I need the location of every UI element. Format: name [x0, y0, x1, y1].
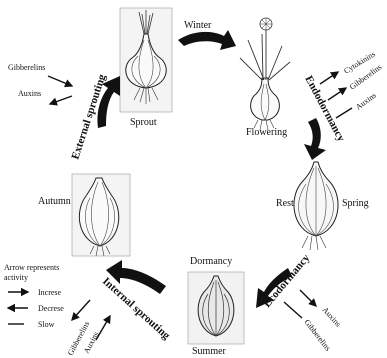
- legend-slow-label: Slow: [38, 320, 55, 329]
- winter-arrow: [178, 30, 236, 50]
- legend-increase-label: Increse: [38, 288, 62, 297]
- dormancy-label: Dormancy: [190, 256, 232, 267]
- gibberelins-slow-line-bottom: [284, 302, 302, 318]
- autumn-bulb-illustration: [72, 174, 130, 256]
- auxins-label-top-left: Auxins: [18, 89, 41, 98]
- endodormancy-arrow: [304, 118, 326, 160]
- legend-decrease-label: Decrese: [38, 304, 64, 313]
- gibberelins-label-top-left: Gibberelins: [8, 63, 45, 72]
- ecodormancy-label: Ecodormancy: [261, 252, 313, 310]
- gibberelins-decrease-arrow-bottom-left: [72, 300, 90, 320]
- legend: Arrow represents activity Increse Decres…: [4, 263, 64, 329]
- sprout-illustration: [120, 8, 172, 112]
- endodormancy-label: Endodormancy: [302, 74, 347, 144]
- flowering-illustration: [240, 18, 290, 130]
- rest-bulb-illustration: [294, 162, 338, 250]
- gibberelins-label-bottom-right: Gibberelins: [302, 318, 332, 353]
- dormancy-bulb-illustration: [188, 272, 244, 344]
- rest-label: Rest: [276, 198, 294, 209]
- sprout-label: Sprout: [130, 117, 157, 128]
- auxins-decrease-arrow-bottom: [300, 290, 316, 306]
- auxins-slow-line-right: [336, 108, 352, 118]
- legend-title-line1: Arrow represents: [4, 263, 59, 272]
- auxins-label-right: Auxins: [354, 91, 378, 112]
- spring-label: Spring: [342, 198, 369, 209]
- auxins-label-bottom-right: Auxins: [321, 305, 343, 328]
- auxins-decrease-arrow-top-left: [50, 96, 72, 104]
- winter-label: Winter: [184, 20, 212, 31]
- flowering-label: Flowering: [246, 127, 287, 138]
- cytokinins-increase-arrow: [320, 72, 338, 84]
- autumn-label: Autumn: [38, 196, 71, 207]
- gibberelins-increase-arrow-right: [328, 88, 346, 100]
- summer-label: Summer: [192, 346, 227, 357]
- gibberelins-increase-arrow-top-left: [48, 76, 72, 86]
- legend-title-line2: activity: [4, 273, 28, 282]
